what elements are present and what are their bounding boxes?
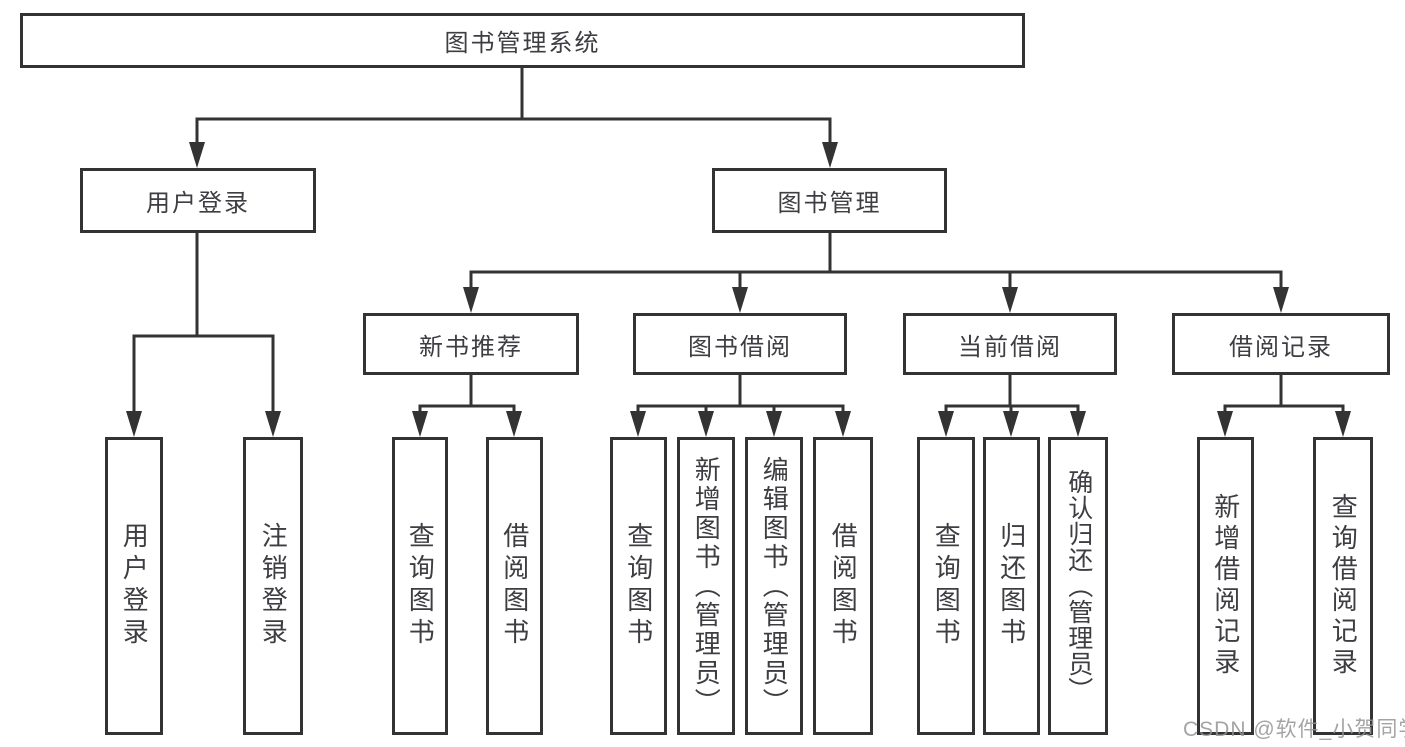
node-book-management: 图书管理 [712,168,947,233]
node-user-login-label: 用户登录 [146,190,250,217]
node-borrowing-records: 借阅记录 [1172,313,1390,375]
leaf-query-borrow-record: 查询借阅记录 [1313,437,1373,735]
leaf-borrowing-query-books: 查询图书 [610,437,667,735]
node-current-borrowing: 当前借阅 [903,313,1117,375]
leaf-recommend-borrow-books: 借阅图书 [486,437,543,735]
node-new-book-recommend-label: 新书推荐 [419,333,523,361]
arrow-icon [822,142,838,168]
leaf-borrowing-query-books-label: 查询图书 [623,522,654,650]
arrow-icon [126,411,142,437]
arrow-icon [506,411,522,437]
leaf-add-books-admin: 新增图书（管理员） [677,437,735,735]
arrow-icon [698,411,714,437]
arrowheads [126,142,1351,437]
node-current-borrowing-label: 当前借阅 [958,333,1062,361]
leaf-return-books: 归还图书 [983,437,1040,735]
leaf-query-borrow-record-label: 查询借阅记录 [1328,493,1359,679]
leaf-logout-label: 注销登录 [258,522,289,650]
node-book-borrowing-label: 图书借阅 [688,333,792,361]
csdn-watermark: CSDN @软件_小贺同学 [1183,718,1405,741]
arrow-icon [412,411,428,437]
arrow-icon [1003,411,1019,437]
leaf-add-borrow-record: 新增借阅记录 [1197,437,1254,735]
arrow-icon [1217,411,1233,437]
node-borrowing-records-label: 借阅记录 [1229,333,1333,361]
leaf-add-borrow-record-label: 新增借阅记录 [1210,493,1241,679]
leaf-user-login: 用户登录 [105,437,163,735]
node-book-management-label: 图书管理 [777,190,882,217]
leaf-logout: 注销登录 [243,437,303,735]
arrow-icon [1070,411,1086,437]
leaf-recommend-query-books: 查询图书 [392,437,448,735]
leaf-return-books-label: 归还图书 [996,522,1027,650]
leaf-user-login-label: 用户登录 [119,522,150,650]
node-root: 图书管理系统 [20,13,1025,68]
arrow-icon [1335,411,1351,437]
node-new-book-recommend: 新书推荐 [363,313,579,375]
arrow-icon [189,142,205,168]
leaf-recommend-query-books-label: 查询图书 [405,522,436,650]
arrow-icon [630,411,646,437]
arrow-icon [265,411,281,437]
leaf-borrowing-borrow-books-label: 借阅图书 [828,522,859,650]
leaf-edit-books-admin: 编辑图书（管理员） [745,437,803,735]
leaf-edit-books-admin-label: 编辑图书（管理员） [759,455,790,717]
leaf-current-query-books-label: 查询图书 [931,522,962,650]
arrow-icon [732,287,748,313]
arrow-icon [1273,287,1289,313]
leaf-confirm-return-admin: 确认归还（管理员） [1048,437,1108,735]
leaf-add-books-admin-label: 新增图书（管理员） [691,455,722,717]
leaf-borrowing-borrow-books: 借阅图书 [813,437,873,735]
node-root-label: 图书管理系统 [444,30,601,57]
node-user-login: 用户登录 [80,168,316,233]
arrow-icon [938,411,954,437]
node-book-borrowing: 图书借阅 [633,313,847,375]
leaf-current-query-books: 查询图书 [917,437,975,735]
tree-edges [132,68,1345,412]
arrow-icon [766,411,782,437]
leaf-recommend-borrow-books-label: 借阅图书 [499,522,530,650]
arrow-icon [835,411,851,437]
leaf-confirm-return-admin-label: 确认归还（管理员） [1064,469,1093,703]
arrow-icon [1002,287,1018,313]
arrow-icon [463,287,479,313]
